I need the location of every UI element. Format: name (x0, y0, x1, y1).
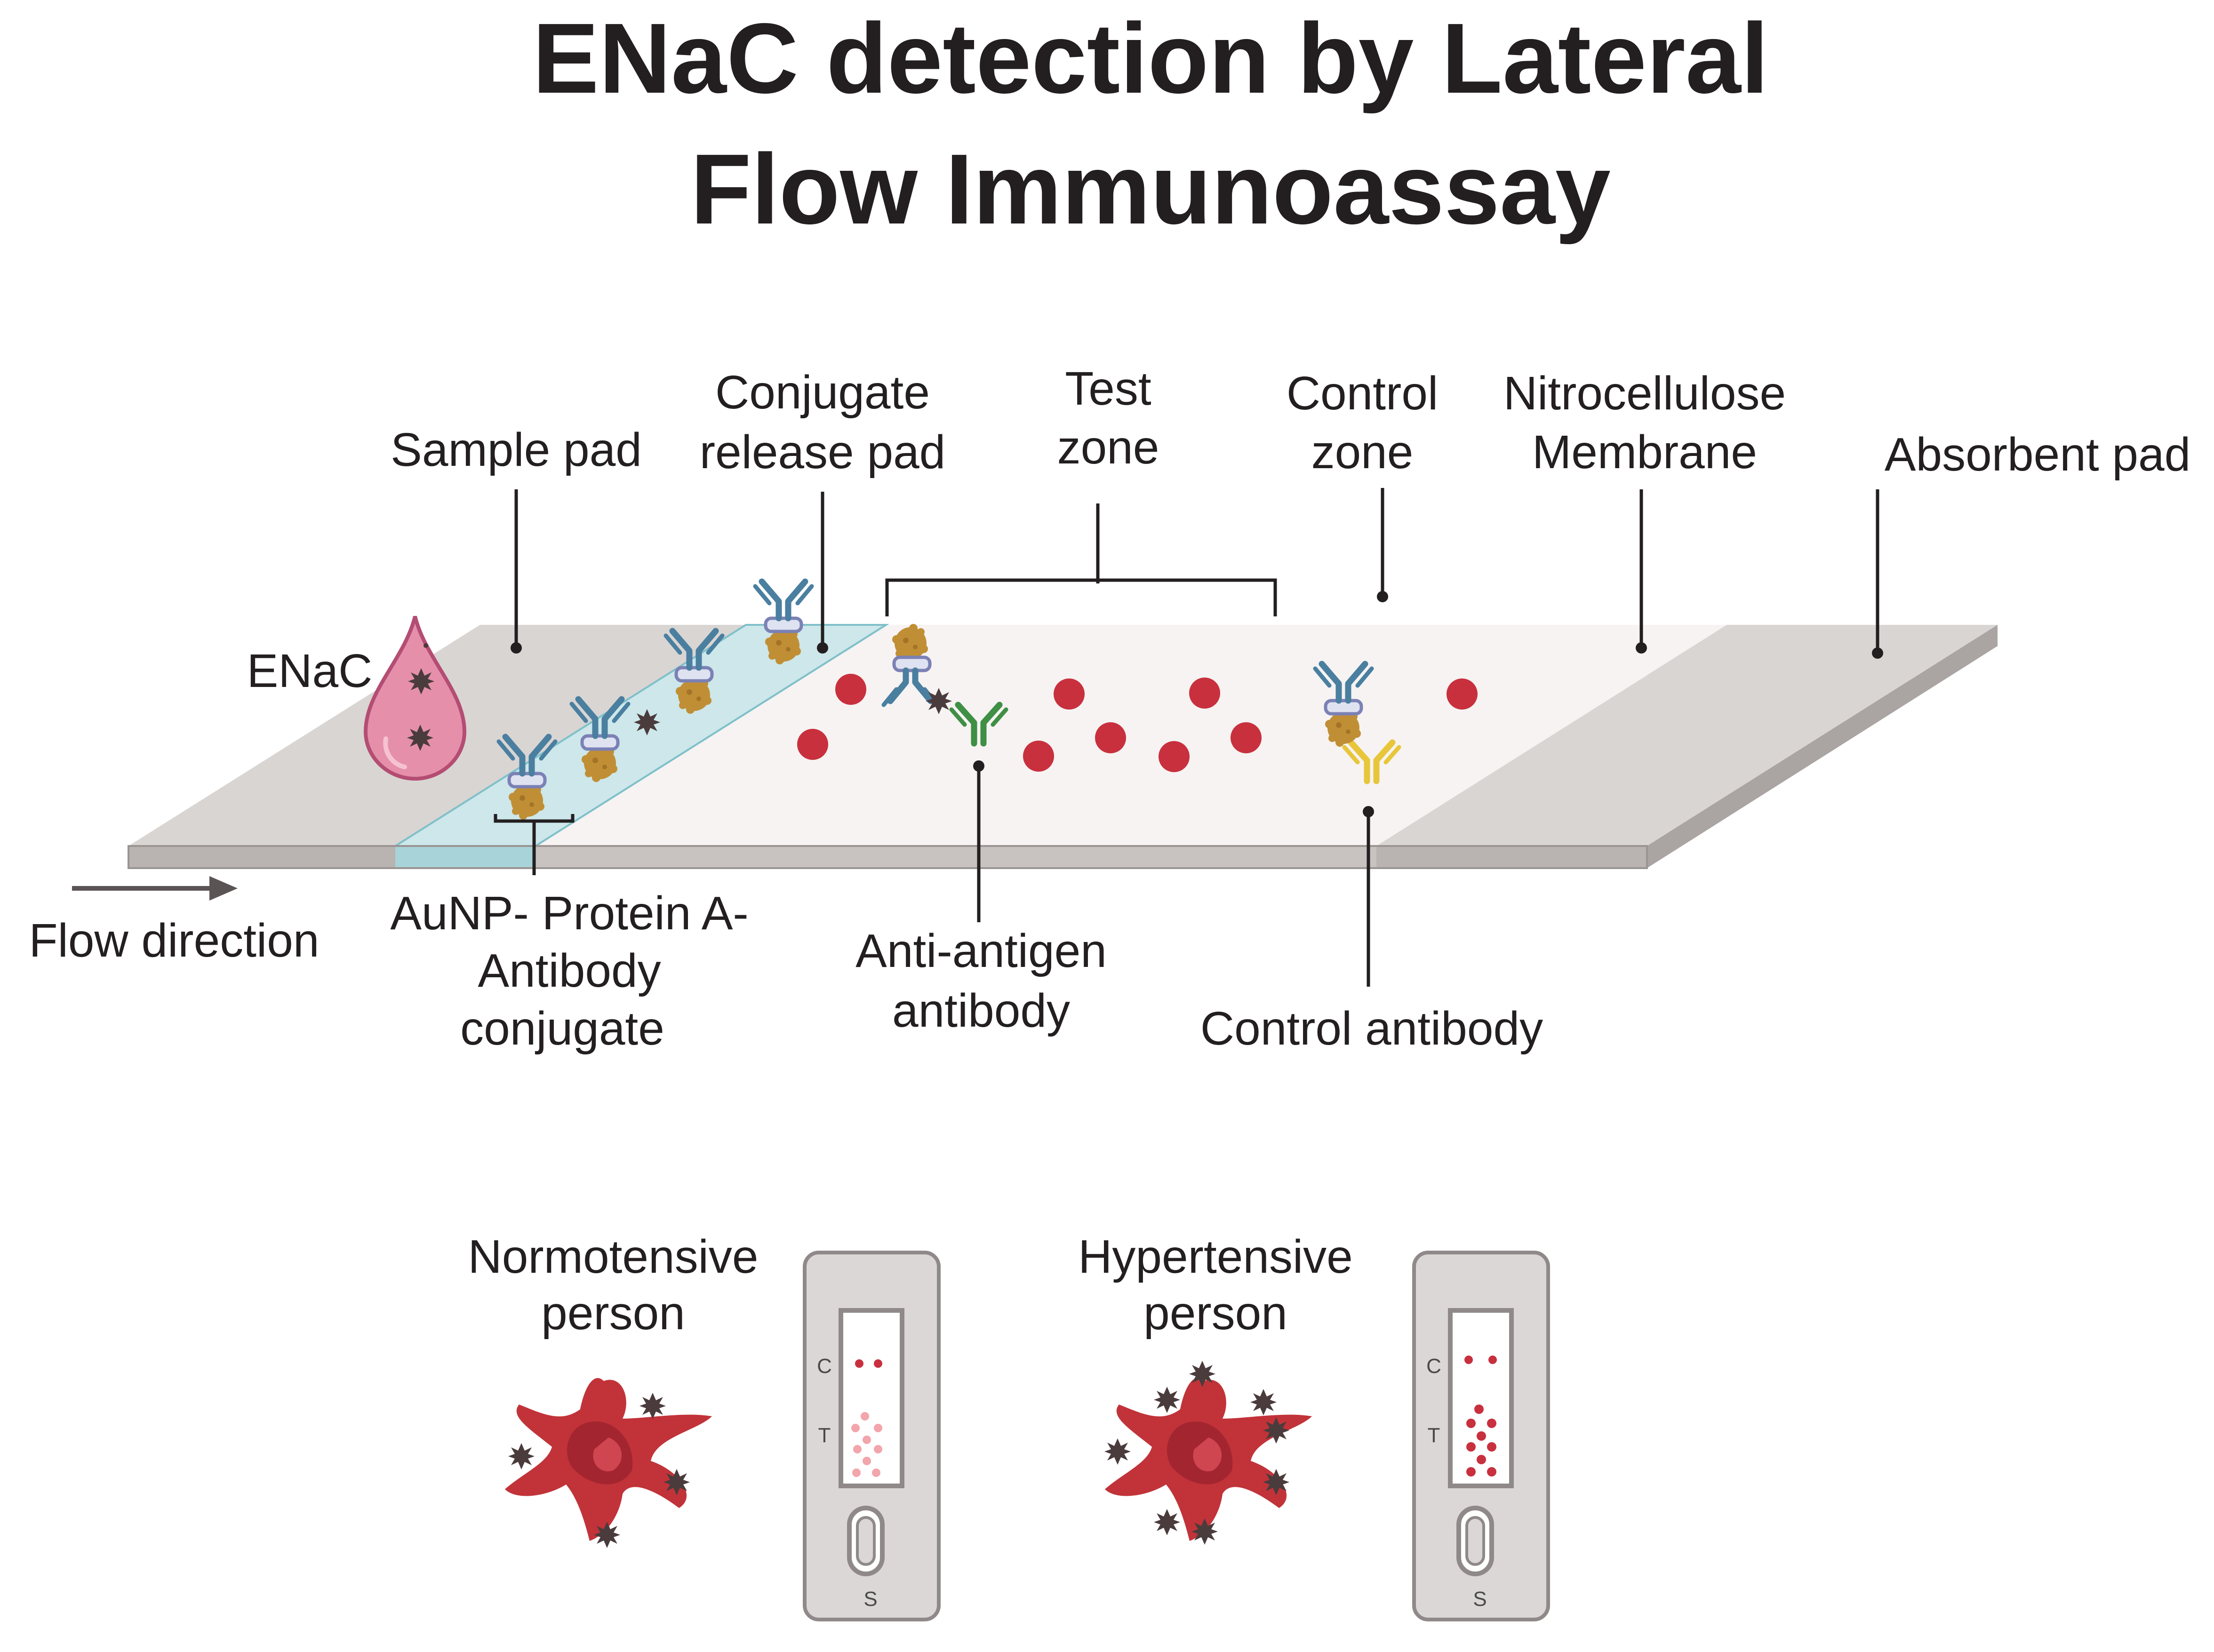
result-hypertensive: Hypertensive person C T S (1078, 1230, 1550, 1621)
enac-label: ENaC (247, 645, 373, 697)
control-antibody-label: Control antibody (1200, 1002, 1543, 1055)
cassette-s-label: S (863, 1588, 877, 1611)
test-zone-complex (881, 624, 1006, 743)
sample-pad-edge (128, 846, 395, 868)
anti-antigen-label-2: antibody (892, 984, 1070, 1037)
aunp-label-2: Antibody (478, 944, 661, 997)
normotensive-label-1: Normotensive (468, 1230, 759, 1283)
control-line-dot (1464, 1356, 1473, 1364)
droplet-highlight (383, 736, 407, 769)
leader-dot (1363, 806, 1374, 817)
absorbent-pad-edge (1376, 846, 1647, 868)
leader-dot (1377, 591, 1388, 602)
red-dot (1447, 678, 1478, 710)
red-dot (1054, 678, 1085, 710)
droplet (363, 616, 467, 781)
enac-antigen-icon (1104, 1438, 1131, 1465)
sample-well-inner (856, 1516, 876, 1566)
droplet-speck (424, 643, 428, 648)
membrane-label-1: Nitrocellulose (1503, 367, 1786, 420)
anti-antigen-label-1: Anti-antigen (855, 925, 1107, 977)
cassette-t-label: T (818, 1424, 831, 1447)
flow-direction-label: Flow direction (29, 914, 320, 967)
enac-sample-droplet (363, 616, 467, 781)
enac-antigen-icon (639, 1393, 666, 1419)
aunp-label-3: conjugate (460, 1002, 664, 1055)
red-dot (1023, 741, 1054, 772)
conjugate-pad-label-2: release pad (700, 426, 946, 479)
leader-dot (1636, 642, 1647, 654)
test-line-faint (851, 1412, 882, 1477)
protein-a-icon (892, 655, 932, 672)
test-line-strong (1466, 1405, 1496, 1476)
cassette-c-label: C (817, 1355, 832, 1378)
antibody-blue-icon (887, 667, 934, 704)
test-zone-label-1: Test (1065, 362, 1151, 415)
sample-well-inner (1465, 1516, 1485, 1566)
enac-antigen-icon (1154, 1387, 1180, 1413)
cassette-window (839, 1308, 904, 1488)
cell-icon (1105, 1378, 1312, 1541)
control-line-dot (1488, 1356, 1497, 1364)
conjugate-pad-edge (395, 846, 536, 868)
flow-direction-arrow (72, 876, 238, 901)
cassette-t-label: T (1428, 1424, 1440, 1447)
enac-antigen-icon (1154, 1509, 1180, 1535)
control-line-dot (874, 1359, 882, 1368)
red-dot (1231, 722, 1262, 753)
membrane-dots (797, 674, 1478, 772)
title-line-2: Flow Immunoassay (690, 133, 1611, 245)
leader-dot (511, 642, 522, 654)
hypertensive-label-1: Hypertensive (1078, 1230, 1353, 1283)
labels: Sample pad Conjugate release pad Test zo… (29, 362, 2191, 1055)
result-normotensive: Normotensive person C T S (468, 1230, 941, 1621)
membrane-label-2: Membrane (1532, 426, 1757, 479)
test-zone-bracket (885, 503, 1277, 616)
red-dot (797, 729, 828, 760)
cassette-c-label: C (1426, 1355, 1441, 1378)
control-line-dot (855, 1359, 863, 1368)
leader-dot (973, 760, 984, 772)
strip-edge-outline (128, 845, 1648, 869)
test-cassette: C T S (803, 1251, 941, 1621)
test-zone-label-2: zone (1057, 421, 1159, 474)
absorbent-pad-label: Absorbent pad (1885, 428, 2191, 481)
control-zone-label-2: zone (1311, 426, 1414, 479)
absorbent-pad-top (1376, 625, 1998, 846)
enac-antigen-icon (508, 1443, 535, 1469)
red-dot (835, 674, 866, 705)
control-zone-label-1: Control (1287, 367, 1438, 420)
test-cassette: C T S (1412, 1251, 1550, 1621)
leader-dot (817, 642, 828, 654)
conjugate-pad-label-1: Conjugate (715, 366, 930, 419)
aunp-bracket (494, 814, 575, 875)
aunp-label-1: AuNP- Protein A- (390, 887, 748, 940)
normotensive-label-2: person (541, 1287, 685, 1340)
cassette-s-label: S (1473, 1588, 1487, 1611)
sample-pad-label: Sample pad (391, 423, 642, 476)
red-dot (1159, 741, 1190, 772)
cell-icon (505, 1378, 712, 1541)
enac-antigen-icon (1250, 1389, 1277, 1415)
leader-lines (494, 488, 1883, 987)
title-line-1: ENaC detection by Lateral (532, 2, 1768, 114)
red-dot (1189, 678, 1220, 709)
leader-dot (1872, 647, 1883, 659)
hypertensive-label-2: person (1143, 1287, 1287, 1340)
red-dot (1095, 722, 1126, 753)
arrow-head-icon (209, 876, 238, 901)
